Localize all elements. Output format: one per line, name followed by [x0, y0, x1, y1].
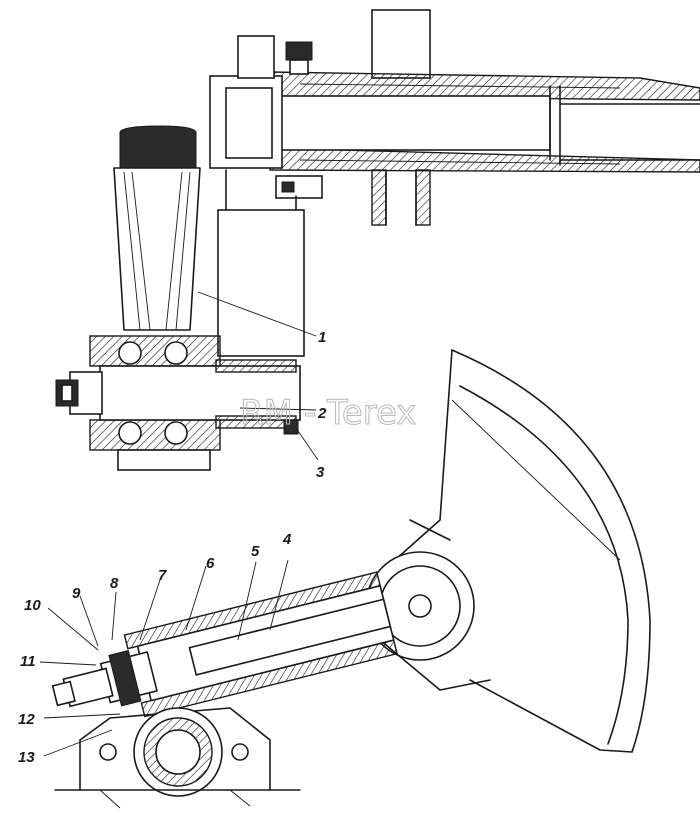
hub-assembly	[55, 335, 301, 471]
horizontal-arm	[269, 71, 700, 173]
watermark: RM - Terex	[240, 393, 416, 433]
callout-13: 13	[18, 749, 35, 766]
callout-11: 11	[20, 653, 36, 670]
lower-assembly	[51, 349, 651, 809]
callout-5: 5	[251, 543, 260, 560]
callout-labels: 1 2 3 4 5 6 7 8 9 10 11 12 13	[18, 329, 327, 766]
lower-housing	[54, 707, 301, 809]
callout-4: 4	[282, 531, 292, 548]
sector-plate	[394, 349, 651, 753]
callout-10: 10	[24, 597, 41, 614]
callout-6: 6	[206, 555, 215, 572]
callout-12: 12	[18, 711, 35, 728]
vertical-column	[371, 9, 431, 226]
clamp-block	[209, 35, 323, 199]
callout-9: 9	[72, 585, 81, 602]
hydraulic-cylinder	[51, 571, 398, 718]
callout-2: 2	[317, 405, 327, 422]
callout-3: 3	[316, 464, 325, 481]
wheel	[113, 125, 201, 331]
cylinder-body	[217, 169, 305, 357]
pivot-eye	[365, 551, 491, 691]
callout-7: 7	[158, 567, 167, 584]
callout-1: 1	[318, 329, 326, 346]
upper-assembly	[55, 9, 700, 471]
callout-8: 8	[110, 575, 119, 592]
leader-lines	[39, 291, 319, 757]
